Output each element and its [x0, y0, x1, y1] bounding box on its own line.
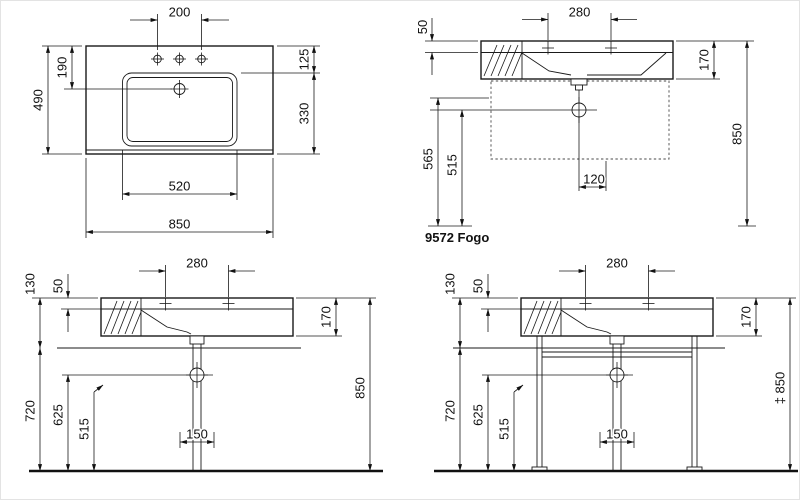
dim-label-130: 130 [443, 273, 458, 295]
dim-side-tap-spacing: 280 [139, 254, 255, 297]
dim-front-rim-height: 850 [728, 40, 756, 227]
dim-console-fixing-offset: 130 [441, 272, 463, 349]
dim-label-50: 50 [51, 279, 66, 293]
dim-front-outlet-height: 515 [430, 109, 563, 227]
dim-label-190: 190 [55, 57, 70, 79]
front-view: 50 280 170 850 565 515 [414, 3, 756, 247]
side-basin-outline [100, 297, 294, 337]
dim-label-515: 515 [497, 418, 512, 440]
dim-label-50: 50 [471, 279, 486, 293]
dim-label-125: 125 [297, 49, 312, 71]
dim-console-rim-edge-drop: 50 [469, 274, 491, 332]
console-tap-markers [579, 298, 655, 311]
dim-plan-overall-depth: 490 [29, 45, 82, 155]
dim-plan-rim-to-drain: 190 [53, 45, 172, 90]
dim-label-120: 120 [583, 172, 605, 187]
dim-side-outlet-height: 515 [75, 384, 104, 472]
dim-label-850: 850 [730, 123, 745, 145]
side-view: 130 50 280 170 850 720 [21, 254, 383, 473]
dim-label-720: 720 [23, 400, 38, 422]
dim-console-drain-zone: 150 [599, 425, 635, 448]
dim-side-rim-edge-drop: 50 [49, 274, 71, 332]
console-drain-trap [482, 335, 633, 470]
dim-side-apron-height: 170 [296, 297, 376, 337]
dim-label-50: 50 [415, 20, 430, 34]
dim-console-trap-height: 625 [469, 374, 491, 472]
dim-side-trap-height: 625 [49, 374, 71, 472]
dim-label-520: 520 [169, 179, 191, 194]
console-basin-outline [520, 297, 714, 337]
dim-label-150: 150 [186, 427, 208, 442]
plan-view: 200 490 190 125 330 520 [29, 3, 320, 238]
dim-front-supply-height: 565 [419, 97, 489, 227]
dim-label-280: 280 [186, 256, 208, 271]
plan-tap-holes [151, 52, 208, 66]
dim-label-330: 330 [297, 103, 312, 125]
dim-label-170: 170 [319, 306, 334, 328]
dim-label-850: 850 [353, 377, 368, 399]
dim-side-clearance: 720 [21, 347, 43, 472]
dim-plan-overall-width: 850 [85, 158, 274, 238]
product-label: 9572 Fogo [425, 230, 489, 245]
dim-side-drain-zone: 150 [179, 425, 215, 448]
dim-plan-rim-to-bowl: 125 [241, 45, 320, 74]
dim-front-outlet-offset: 120 [578, 170, 606, 190]
dim-side-fixing-offset: 130 [21, 272, 43, 349]
dim-plan-bowl-width: 520 [122, 150, 238, 200]
dim-label-150: 150 [606, 427, 628, 442]
dim-label-720: 720 [443, 400, 458, 422]
dim-console-outlet-height: 515 [495, 384, 524, 472]
dim-label-490: 490 [31, 89, 46, 111]
dim-label-280: 280 [606, 256, 628, 271]
dim-label-515: 515 [77, 418, 92, 440]
side-drain-trap [62, 335, 213, 470]
front-basin-outline [480, 40, 674, 80]
dim-label-850: 850 [169, 217, 191, 232]
console-frame [531, 336, 703, 472]
dim-console-rim-height: ‡ 850 [771, 297, 793, 472]
dim-front-apron-height: 170 [676, 40, 754, 80]
plan-drain-symbol [170, 80, 189, 98]
dim-front-rim-edge-drop: 50 [414, 18, 478, 75]
front-pedestal-dashed-outline [490, 80, 670, 160]
dim-side-rim-height: 850 [351, 297, 373, 472]
front-tap-markers [542, 41, 617, 55]
dim-label-200: 200 [169, 5, 191, 20]
dim-front-tap-spacing: 280 [522, 3, 637, 40]
dim-plan-bowl-depth: 330 [277, 72, 320, 155]
dim-label-515: 515 [445, 154, 460, 176]
dim-label-625: 625 [51, 404, 66, 426]
console-view: 130 50 280 170 ‡ 850 720 [434, 254, 798, 473]
dim-console-clearance: 720 [441, 347, 463, 472]
dim-console-tap-spacing: 280 [559, 254, 675, 297]
dim-label-850-adjustable: ‡ 850 [773, 372, 788, 405]
dim-label-170: 170 [697, 49, 712, 71]
dim-label-170: 170 [739, 306, 754, 328]
dim-label-130: 130 [23, 273, 38, 295]
dim-console-apron-height: 170 [716, 297, 796, 337]
side-tap-markers [159, 298, 235, 311]
dim-plan-tap-hole-spacing: 200 [130, 3, 229, 50]
dim-label-280: 280 [569, 5, 591, 20]
dim-label-625: 625 [471, 404, 486, 426]
dim-label-565: 565 [421, 148, 436, 170]
